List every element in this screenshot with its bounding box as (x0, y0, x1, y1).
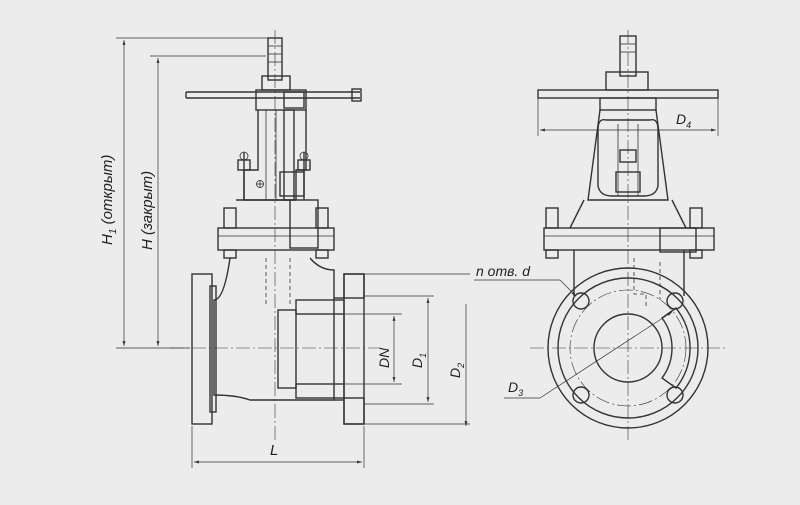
front-flange (543, 199, 715, 259)
dimensions-left: H1 (открыт) H (закрыт) L DN D1 D2 (99, 37, 470, 468)
side-view (170, 30, 380, 440)
valve-body (191, 257, 365, 425)
h-dimension-label: H (закрыт) (139, 171, 156, 250)
front-view (530, 30, 726, 440)
handwheel-bar (185, 88, 362, 102)
stem-top (255, 37, 307, 111)
yoke (587, 109, 669, 201)
dimensions-right: D4 n отв. d D3 (474, 98, 719, 399)
l-dimension-label: L (270, 442, 278, 459)
holes-label: n отв. d (476, 263, 531, 279)
bonnet (237, 109, 311, 201)
d4-dimension-label: D4 (676, 111, 691, 130)
d3-dimension-label: D3 (508, 379, 523, 398)
d1-dimension-label: D1 (409, 353, 428, 368)
h1-dimension-label: H1 (открыт) (99, 155, 119, 245)
dn-dimension-label: DN (376, 347, 392, 368)
body-flange (217, 199, 335, 259)
d2-dimension-label: D2 (447, 363, 466, 378)
